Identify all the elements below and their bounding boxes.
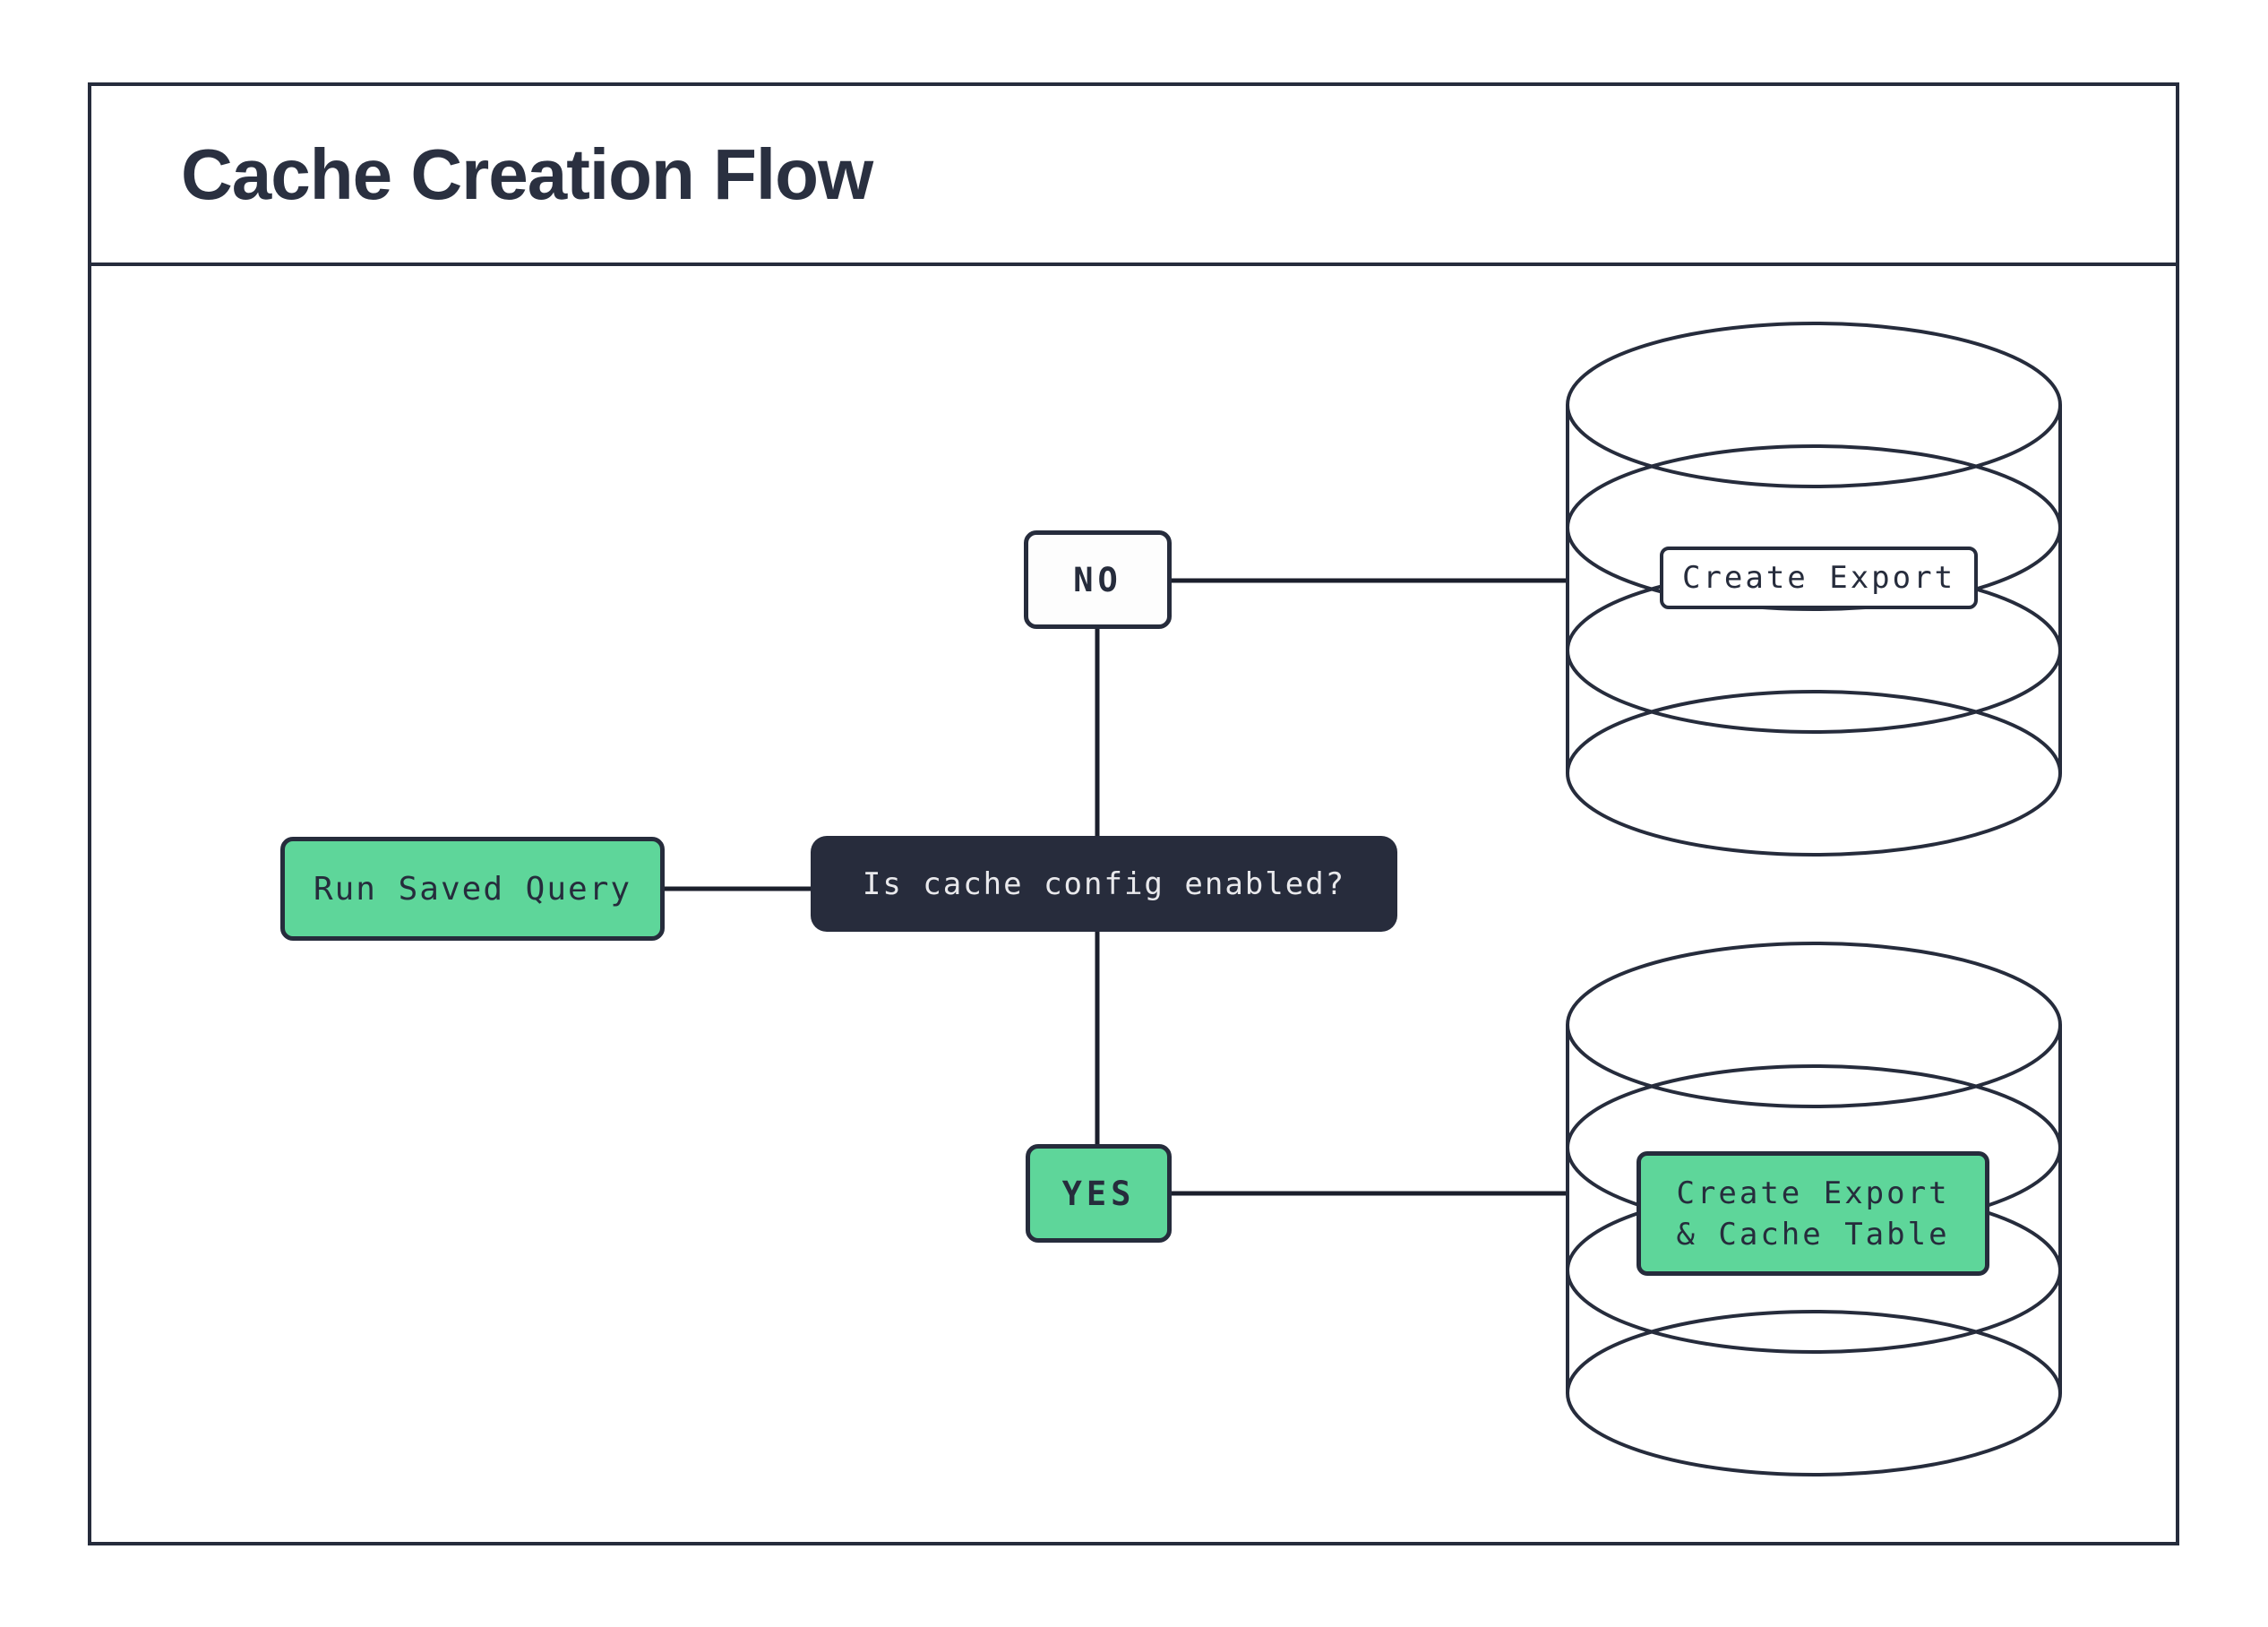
database-disk: [1566, 942, 2062, 1108]
database-disk: [1566, 444, 2062, 611]
database-disk: [1566, 1310, 2062, 1476]
diagram-frame: Cache Creation Flow: [88, 82, 2179, 1545]
no-branch-node: NO: [1024, 530, 1172, 629]
database-disk: [1566, 322, 2062, 488]
create-export-label: Create Export: [1660, 547, 1978, 609]
database-icon-bottom: [1566, 942, 2062, 1476]
cache-config-decision-node: Is cache config enabled?: [811, 836, 1397, 932]
title-bar: Cache Creation Flow: [91, 86, 2176, 266]
create-export-cache-table-label: Create Export & Cache Table: [1637, 1151, 1989, 1276]
create-export-cache-table-line2: & Cache Table: [1676, 1216, 1950, 1253]
run-saved-query-node: Run Saved Query: [280, 837, 665, 941]
database-disk: [1566, 690, 2062, 857]
create-export-cache-table-line1: Create Export: [1676, 1175, 1950, 1211]
yes-branch-node: YES: [1026, 1144, 1172, 1243]
connector-lines: [665, 578, 1568, 1196]
page-title: Cache Creation Flow: [181, 133, 873, 214]
database-icon-top: [1566, 322, 2062, 857]
